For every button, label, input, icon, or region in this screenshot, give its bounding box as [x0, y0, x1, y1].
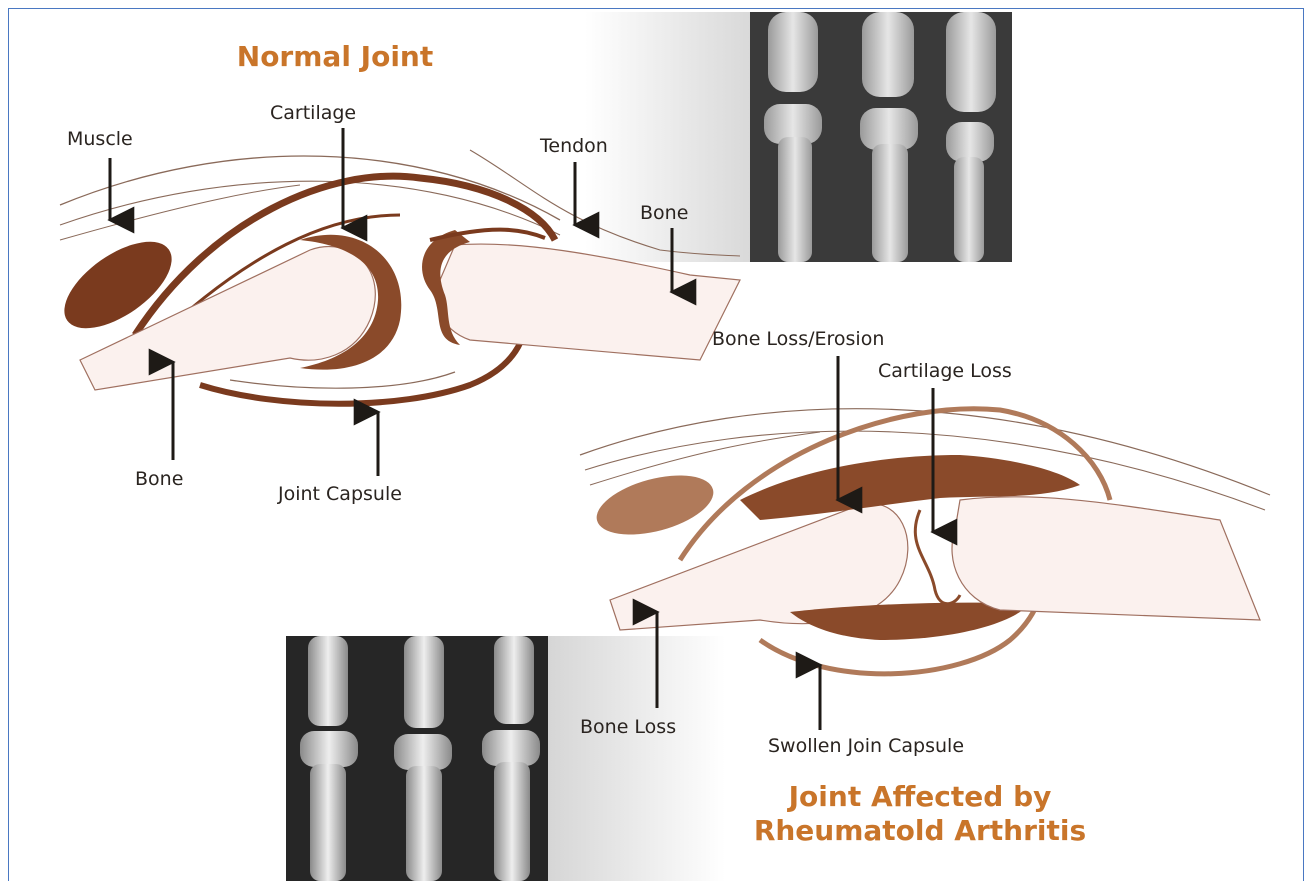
- title-normal-joint: Normal Joint: [180, 40, 490, 73]
- normal-joint-drawing: [50, 150, 740, 404]
- label-joint-capsule: Joint Capsule: [278, 483, 402, 505]
- label-bone-loss-erosion: Bone Loss/Erosion: [712, 328, 884, 350]
- label-muscle: Muscle: [67, 128, 133, 150]
- label-bone-loss: Bone Loss: [580, 716, 676, 738]
- label-cartilage-loss: Cartilage Loss: [878, 360, 1012, 382]
- title-ra-joint: Joint Affected by Rheumatold Arthritis: [700, 780, 1140, 848]
- title-ra-line1: Joint Affected by: [700, 780, 1140, 814]
- label-bone-left: Bone: [135, 468, 183, 490]
- ra-joint-drawing: [580, 409, 1270, 674]
- label-cartilage: Cartilage: [270, 102, 356, 124]
- label-swollen-capsule: Swollen Join Capsule: [768, 735, 964, 757]
- title-ra-line2: Rheumatold Arthritis: [700, 814, 1140, 848]
- label-tendon: Tendon: [540, 135, 608, 157]
- label-bone-top-right: Bone: [640, 202, 688, 224]
